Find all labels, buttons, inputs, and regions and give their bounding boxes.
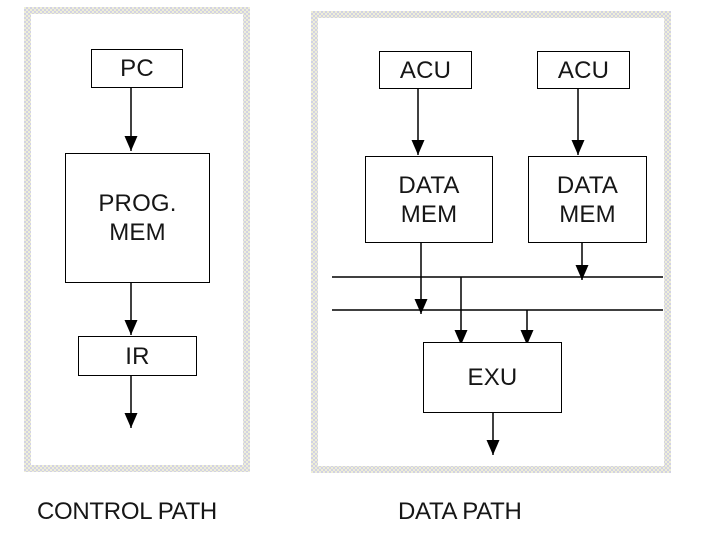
box-acu-left: ACU — [379, 51, 472, 89]
box-ir: IR — [78, 336, 197, 376]
box-pc: PC — [91, 49, 183, 88]
box-data-mem-left: DATA MEM — [365, 156, 493, 243]
box-acu-right: ACU — [537, 51, 630, 89]
caption-control-path: CONTROL PATH — [37, 498, 217, 525]
box-prog-mem: PROG. MEM — [65, 153, 210, 283]
box-exu: EXU — [423, 342, 562, 413]
caption-data-path: DATA PATH — [398, 498, 522, 525]
box-data-mem-right: DATA MEM — [528, 156, 647, 243]
